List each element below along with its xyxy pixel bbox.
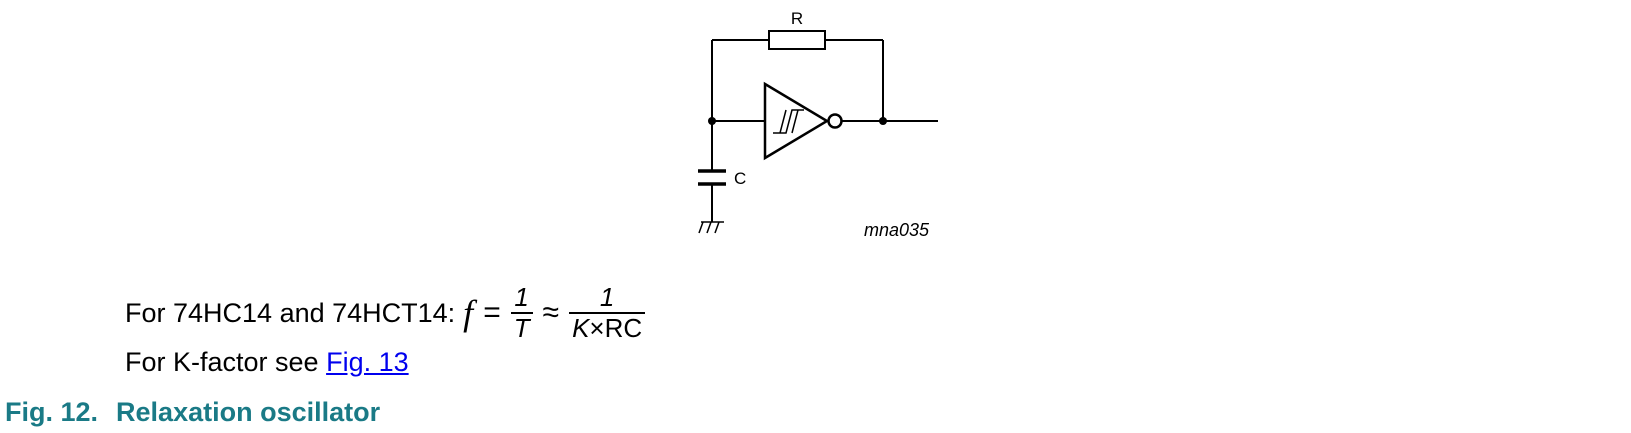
formula-approx: ≈ bbox=[542, 296, 560, 329]
caption-title: Relaxation oscillator bbox=[116, 397, 381, 427]
fraction-rc-numerator: 1 bbox=[599, 281, 615, 312]
capacitor-label: C bbox=[734, 169, 746, 188]
fraction-rc-k: K bbox=[572, 313, 590, 343]
formula-fraction-period: 1 T bbox=[510, 281, 533, 343]
fig-13-link[interactable]: Fig. 13 bbox=[326, 347, 409, 377]
formula-prefix: For 74HC14 and 74HCT14: bbox=[125, 297, 456, 328]
junction-dot-input bbox=[708, 117, 716, 125]
formula-fraction-rc: 1 K×RC bbox=[569, 281, 646, 343]
resistor-symbol bbox=[768, 30, 826, 50]
kfactor-text: For K-factor see bbox=[125, 347, 327, 377]
fraction-rc-bar bbox=[569, 312, 646, 314]
fraction-period-numerator: 1 bbox=[514, 281, 529, 312]
frequency-equation: f = 1 T ≈ 1 K×RC bbox=[463, 281, 646, 343]
hysteresis-symbol-icon bbox=[773, 109, 804, 134]
figure-code: mna035 bbox=[864, 220, 930, 240]
fraction-rc-denominator: K×RC bbox=[569, 313, 645, 343]
figure-caption: Fig. 12. Relaxation oscillator bbox=[5, 399, 380, 426]
kfactor-reference-line: For K-factor see Fig. 13 bbox=[125, 349, 409, 376]
inverter-bubble bbox=[827, 113, 843, 129]
fraction-period-bar bbox=[510, 312, 533, 314]
caption-figure-number: Fig. 12. bbox=[5, 397, 99, 427]
schmitt-inverter-triangle bbox=[763, 81, 830, 161]
formula-equals: = bbox=[483, 296, 501, 329]
frequency-formula-line: For 74HC14 and 74HCT14: f = 1 T ≈ 1 K×RC bbox=[125, 281, 646, 343]
fraction-period-denominator: T bbox=[513, 313, 530, 343]
relaxation-oscillator-schematic: R C mna035 bbox=[698, 9, 938, 240]
formula-f-symbol: f bbox=[463, 293, 474, 333]
fraction-rc-rest: ×RC bbox=[589, 313, 643, 343]
resistor-label: R bbox=[791, 9, 803, 28]
junction-dot-output bbox=[879, 117, 887, 125]
ground-icon bbox=[698, 221, 724, 234]
